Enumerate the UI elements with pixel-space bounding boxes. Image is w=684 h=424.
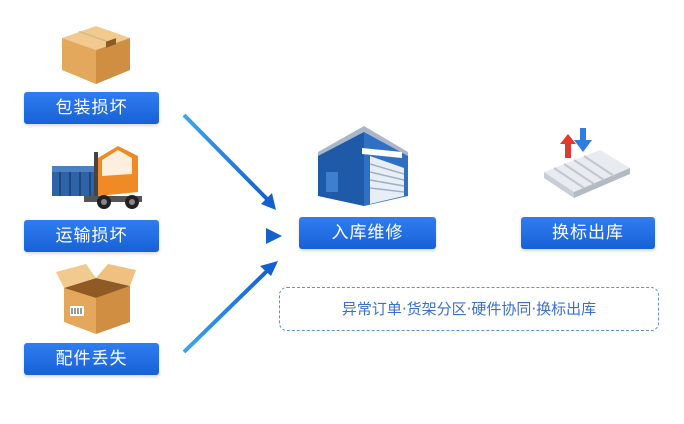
- right-label-relabel-outbound: 换标出库: [521, 217, 655, 249]
- cause-label-transport: 运输损坏: [24, 220, 159, 252]
- forklift-icon: [48, 138, 148, 216]
- arrow-top: [182, 113, 276, 210]
- process-note: 异常订单·货架分区·硬件协同·换标出库: [279, 287, 659, 331]
- arrow-middle: [178, 228, 282, 244]
- arrow-bottom: [182, 261, 278, 354]
- center-label-repair: 入库维修: [299, 217, 436, 249]
- cause-label-missing-parts: 配件丢失: [24, 343, 159, 375]
- cause-label-packaging: 包装损坏: [24, 92, 159, 124]
- open-box-icon: [56, 262, 138, 342]
- package-box-icon: [56, 22, 136, 92]
- warehouse-icon: [312, 122, 414, 218]
- conveyor-arrows-icon: [540, 128, 632, 206]
